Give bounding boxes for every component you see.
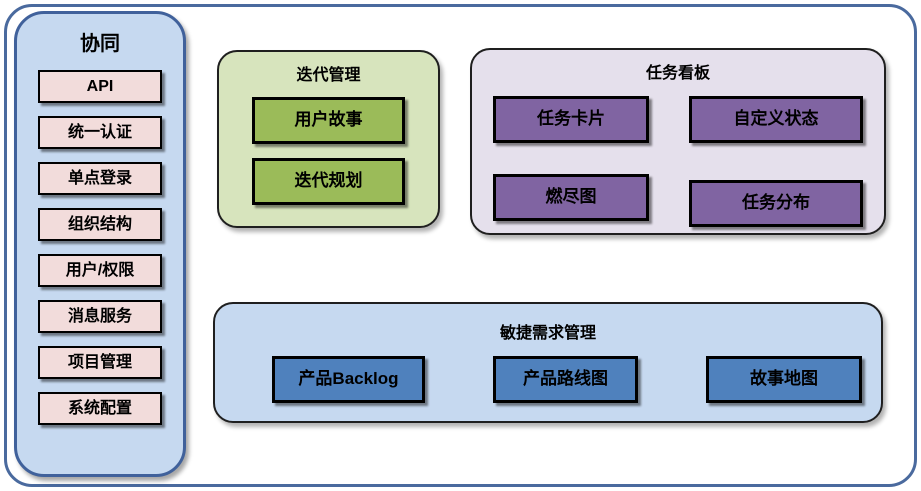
sidebar-item-org-structure: 组织结构 <box>38 208 162 241</box>
block-user-story: 用户故事 <box>252 97 405 144</box>
sidebar-item-api: API <box>38 70 162 103</box>
sidebar-title: 协同 <box>80 33 120 55</box>
panel-task-board: 任务看板 任务卡片 自定义状态 燃尽图 任务分布 <box>470 48 886 235</box>
block-product-backlog: 产品Backlog <box>272 356 425 403</box>
outer-frame <box>4 4 917 487</box>
sidebar-item-user-permissions: 用户/权限 <box>38 254 162 287</box>
panel-iteration-items: 用户故事 迭代规划 <box>219 97 438 205</box>
block-product-roadmap: 产品路线图 <box>493 356 638 403</box>
sidebar-item-project-management: 项目管理 <box>38 346 162 379</box>
panel-agile-requirements-items: 产品Backlog 产品路线图 故事地图 <box>215 356 881 403</box>
panel-iteration-title: 迭代管理 <box>296 67 361 84</box>
panel-agile-requirements: 敏捷需求管理 产品Backlog 产品路线图 故事地图 <box>213 302 883 423</box>
block-custom-status: 自定义状态 <box>689 96 863 143</box>
sidebar-item-message-service: 消息服务 <box>38 300 162 333</box>
block-task-distribution: 任务分布 <box>689 180 863 227</box>
block-task-card: 任务卡片 <box>493 96 649 143</box>
panel-task-board-items: 任务卡片 自定义状态 燃尽图 任务分布 <box>472 96 884 227</box>
sidebar-collaboration: 协同 API 统一认证 单点登录 组织结构 用户/权限 消息服务 项目管理 系统… <box>14 11 186 477</box>
block-burndown-chart: 燃尽图 <box>493 174 649 221</box>
sidebar-item-sso: 单点登录 <box>38 162 162 195</box>
sidebar-item-system-config: 系统配置 <box>38 392 162 425</box>
panel-agile-requirements-title: 敏捷需求管理 <box>499 325 596 342</box>
sidebar-item-list: API 统一认证 单点登录 组织结构 用户/权限 消息服务 项目管理 系统配置 <box>17 70 183 425</box>
block-iteration-planning: 迭代规划 <box>252 158 405 205</box>
panel-iteration-management: 迭代管理 用户故事 迭代规划 <box>217 50 440 228</box>
sidebar-item-unified-auth: 统一认证 <box>38 116 162 149</box>
panel-task-board-title: 任务看板 <box>645 65 710 82</box>
block-story-map: 故事地图 <box>706 356 862 403</box>
